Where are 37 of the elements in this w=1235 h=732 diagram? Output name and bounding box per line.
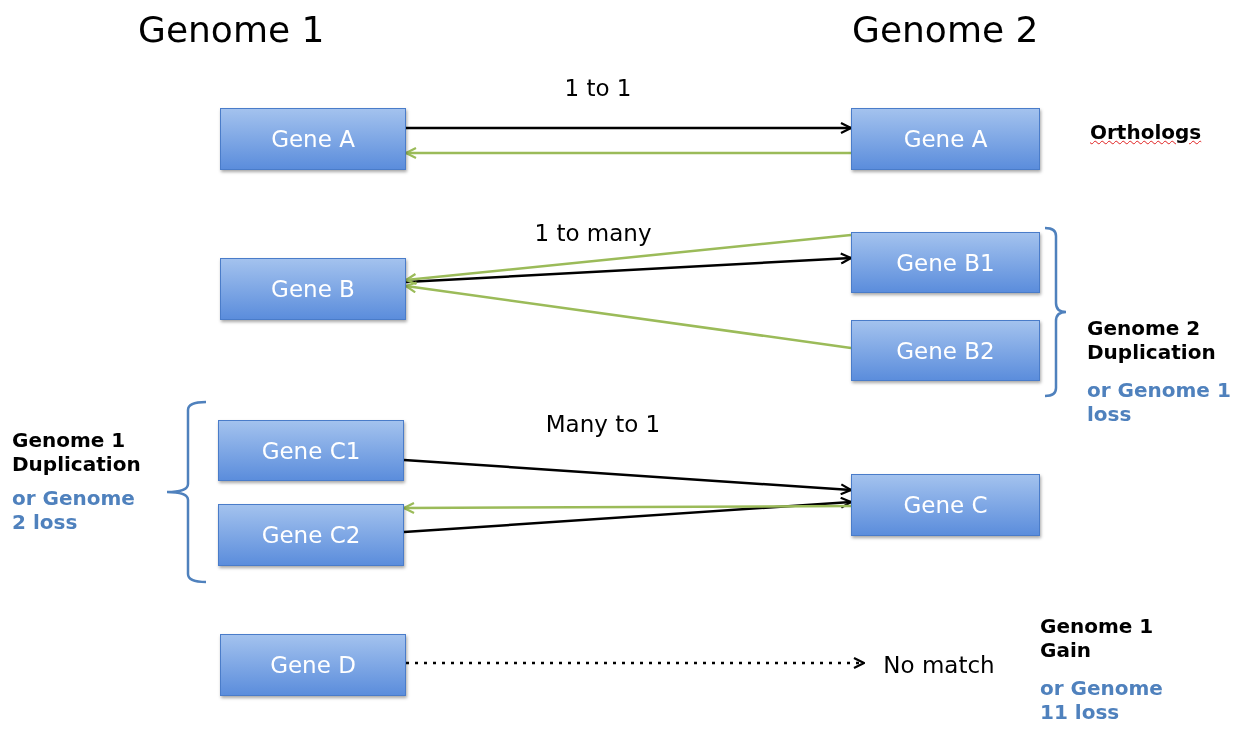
arrow	[404, 233, 852, 286]
note-text: Genome 1 Gain	[1040, 614, 1155, 662]
arrow	[404, 281, 852, 350]
gene-name: Gene B1	[896, 249, 995, 276]
dotted-arrow	[406, 656, 866, 670]
gene-name: Gene C2	[261, 522, 361, 548]
note-text: Orthologs	[1090, 120, 1202, 144]
gene-box	[851, 108, 1040, 170]
gene-name: Gene A	[903, 126, 988, 152]
arrow	[402, 501, 851, 515]
gene-name: Gene B	[271, 276, 355, 302]
arrow	[406, 121, 853, 135]
gene-box	[851, 320, 1040, 381]
column-heading: Genome 1	[138, 8, 325, 52]
note-text: or Genome 2 loss	[12, 486, 136, 534]
gene-box	[220, 258, 406, 320]
arrow	[403, 496, 853, 534]
gene-name: Gene D	[270, 652, 356, 678]
gene-name: Gene C	[903, 492, 988, 518]
gene-box	[851, 474, 1040, 536]
gene-box	[851, 232, 1040, 293]
gene-box	[218, 504, 404, 566]
note-text: Genome 1 Duplication	[12, 428, 142, 476]
gene-box	[218, 420, 404, 481]
arrow	[405, 252, 853, 284]
gene-name: Gene A	[271, 126, 355, 152]
arrow	[404, 146, 851, 160]
result-text: No match	[883, 652, 995, 678]
column-heading: Genome 2	[852, 8, 1039, 52]
arrow	[403, 458, 853, 496]
gene-name: Gene B2	[896, 337, 995, 364]
note-text: or Genome 11 loss	[1040, 676, 1164, 724]
gene-box	[220, 634, 406, 696]
note-text: or Genome 1 loss	[1087, 378, 1232, 426]
gene-name: Gene C1	[261, 437, 361, 464]
note-text: Genome 2 Duplication	[1087, 316, 1217, 364]
gene-box	[220, 108, 406, 170]
